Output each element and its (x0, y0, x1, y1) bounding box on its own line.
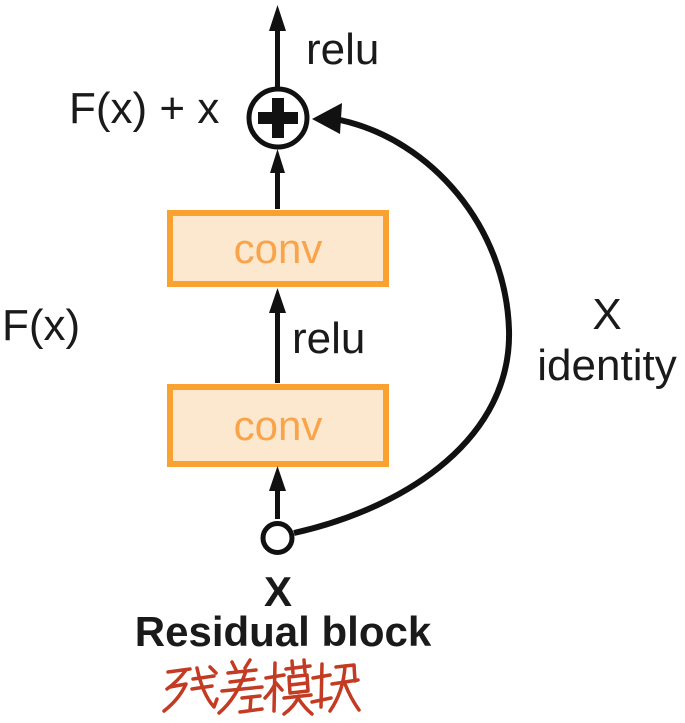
branch-fx-label: F(x) (2, 301, 81, 350)
identity-label-text: identity (537, 341, 677, 391)
conv-to-sum-arrow-icon (270, 149, 285, 209)
conv-box-bottom-label: conv (233, 401, 323, 449)
conv-box-top: conv (167, 210, 389, 287)
sum-node-plus-circle-icon (246, 86, 310, 150)
residual-block-caption: Residual block (134, 608, 432, 655)
relu-mid-label: relu (292, 314, 366, 363)
caption-zh-text: 残差模块 (157, 652, 367, 702)
input-to-conv-arrow-icon (269, 466, 286, 519)
identity-label-x: X (592, 290, 622, 339)
input-node-circle-icon (260, 521, 295, 555)
identity-label: X identity (517, 289, 685, 391)
relu-top-label: relu (306, 25, 380, 74)
input-x-label: X (263, 568, 292, 615)
relu-arrow-icon (269, 288, 286, 383)
output-arrow-up-icon (269, 5, 286, 87)
conv-box-top-label: conv (233, 224, 323, 272)
sum-output-label: F(x) + x (69, 84, 220, 133)
conv-box-bottom: conv (167, 384, 389, 467)
